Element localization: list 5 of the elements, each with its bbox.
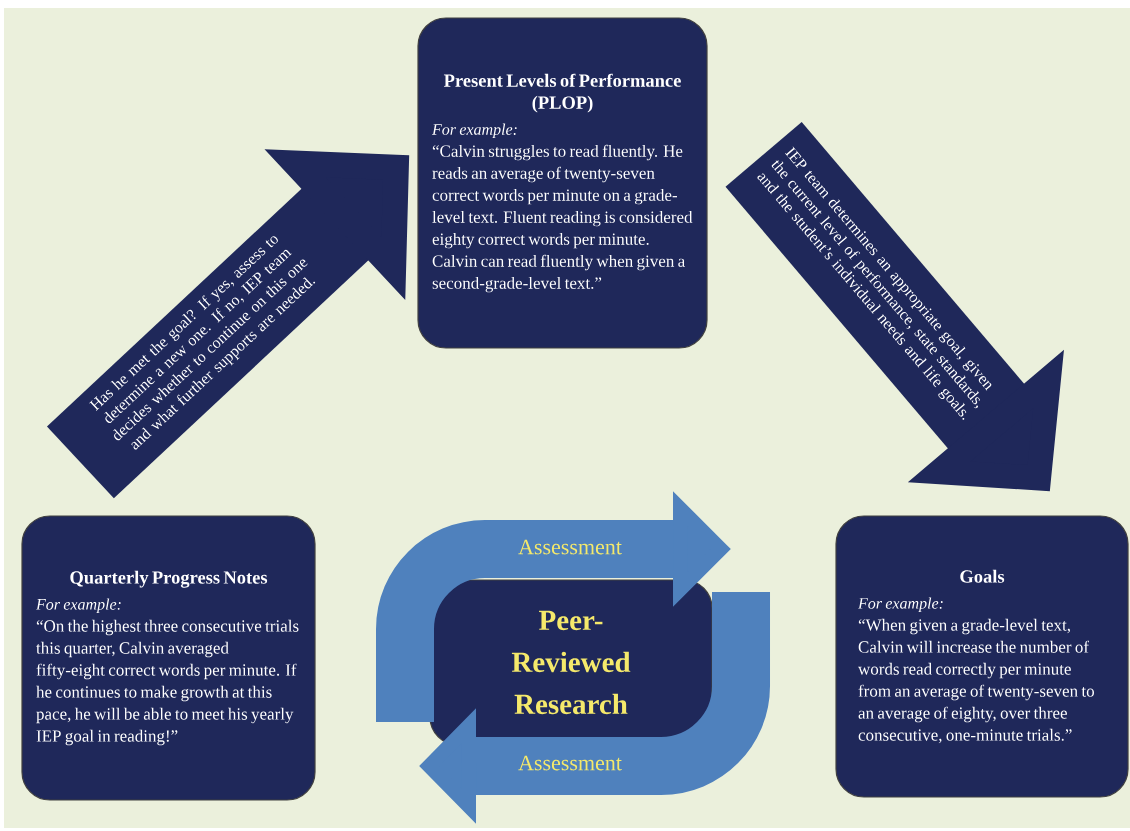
info-box: Present Levels of Performance (PLOP) For example: “Calvin struggles to read fluently. He reads an average of twenty-seven correct words per minute on a grade- level text. Fluent reading is considered eighty correct words per minute. Calvin can read fluently when given a second-grade-level text.” [417, 17, 708, 349]
center-box: Peer-Reviewed Research [429, 579, 713, 746]
info-box: Goals For example: “When given a grade-level text, Calvin will increase the number of words read correctly per minute from an average of twenty-seven to an average of eighty, over three consecutive, one-minute trials.” [835, 515, 1129, 798]
info-box: Quarterly Progress Notes For example: “On the highest three consecutive trials this quarter, Calvin averaged fifty-eight correct words per minute. If he continues to make growth at this pace, he will be able to meet his yearly IEP goal in reading!” [21, 515, 316, 801]
arrow-label: Assessment [518, 539, 622, 555]
